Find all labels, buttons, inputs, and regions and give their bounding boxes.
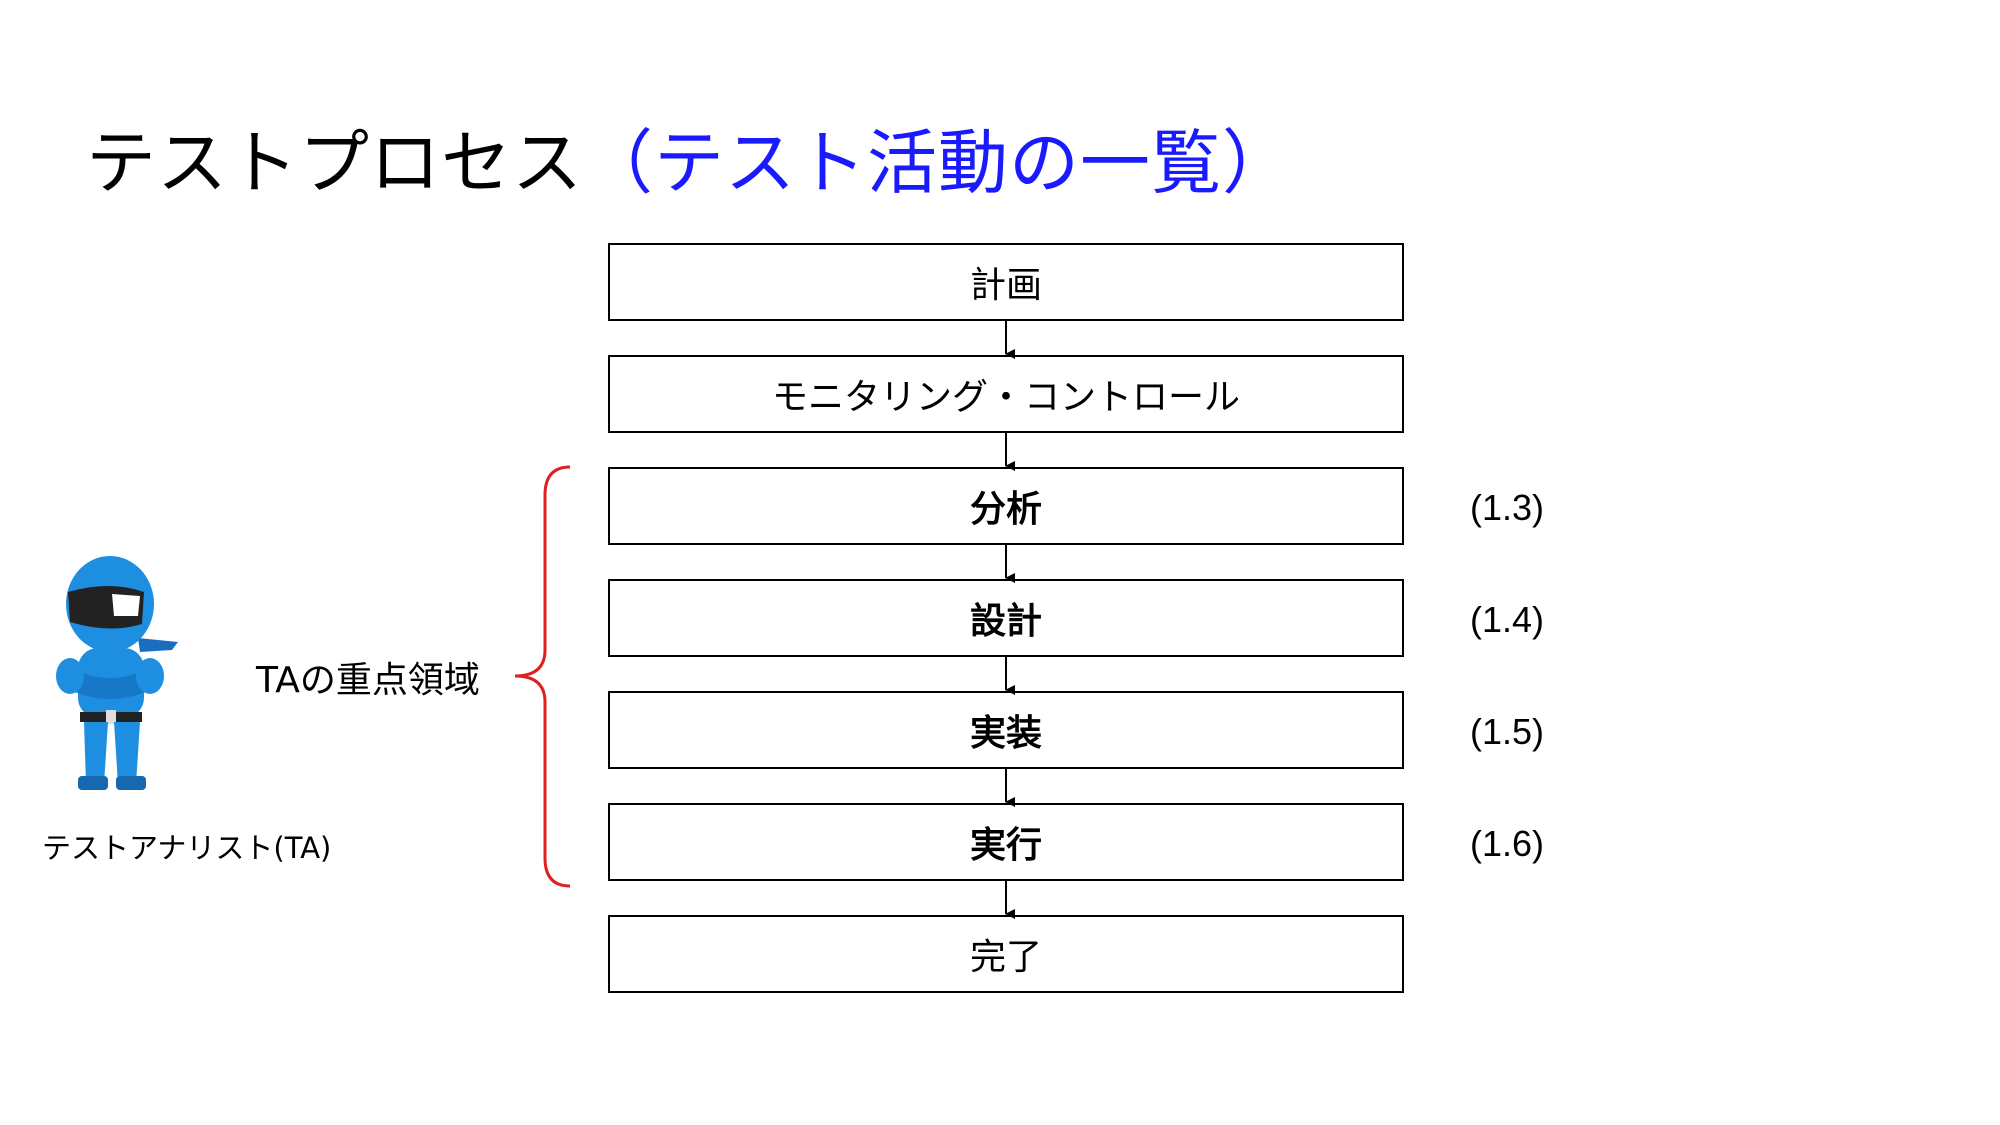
step-box-design: 設計 xyxy=(608,579,1404,657)
section-note-execution: (1.6) xyxy=(1470,823,1545,864)
step-box-analysis: 分析 xyxy=(608,467,1404,545)
focus-brace xyxy=(514,465,571,888)
step-label: モニタリング・コントロール xyxy=(771,377,1240,418)
section-note-implementation: (1.5) xyxy=(1470,711,1545,752)
test-analyst-character-icon xyxy=(56,556,178,790)
focus-area-label: TAの重点領域 xyxy=(256,660,480,701)
section-note-analysis: (1.3) xyxy=(1470,487,1545,528)
title-sub: （テスト活動の一覧） xyxy=(583,122,1293,204)
section-note-design: (1.4) xyxy=(1470,599,1545,640)
character-caption: テストアナリスト(TA) xyxy=(42,831,332,865)
step-label: 実装 xyxy=(969,713,1042,754)
slide-title: テストプロセス（テスト活動の一覧） xyxy=(86,118,1293,208)
step-label: 実行 xyxy=(969,825,1042,866)
step-box-implementation: 実装 xyxy=(608,691,1404,769)
step-label: 計画 xyxy=(969,265,1042,306)
step-box-completion: 完了 xyxy=(608,915,1404,993)
step-label: 完了 xyxy=(969,937,1042,978)
step-label: 設計 xyxy=(969,601,1042,642)
step-box-plan: 計画 xyxy=(608,243,1404,321)
title-main: テストプロセス xyxy=(86,122,583,204)
step-label: 分析 xyxy=(969,489,1042,530)
